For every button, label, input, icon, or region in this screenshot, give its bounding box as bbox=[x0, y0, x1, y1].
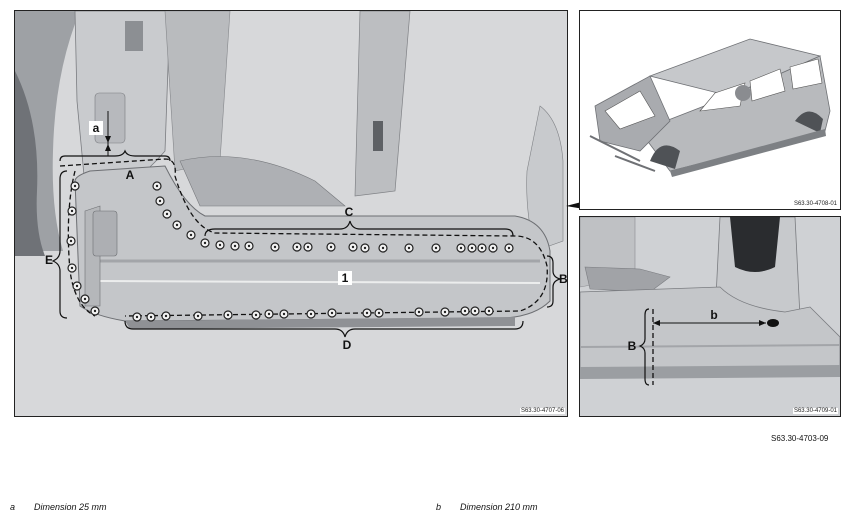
section-c-label: C bbox=[345, 205, 354, 219]
vehicle-body-illustration bbox=[589, 38, 831, 177]
legend-key-a: a bbox=[10, 502, 16, 512]
section-e-label: E bbox=[45, 253, 53, 267]
main-view-figure-code: S63.30-4707-06 bbox=[519, 408, 565, 414]
vehicle-overview-panel: S63.30-4708-01 bbox=[579, 10, 841, 210]
vehicle-overview-figure-code: S63.30-4708-01 bbox=[792, 201, 838, 207]
legend-item-a: a Dimension 25 mm bbox=[10, 502, 107, 512]
section-a-label: A bbox=[126, 168, 135, 182]
main-view-illustration: a A C B D E 1 bbox=[15, 11, 567, 352]
section-b-label: B bbox=[559, 272, 567, 286]
legend-text-b: Dimension 210 mm bbox=[460, 502, 538, 512]
part-1-label: 1 bbox=[342, 271, 349, 285]
legend-key-b: b bbox=[436, 502, 442, 512]
dimension-a-label: a bbox=[93, 121, 100, 135]
legend-item-b: b Dimension 210 mm bbox=[436, 502, 538, 512]
detail-section-b-label: B bbox=[628, 339, 637, 353]
main-view-panel: a A C B D E 1 bbox=[14, 10, 568, 417]
detail-view-illustration: b B bbox=[580, 217, 840, 416]
detail-view-panel: b B S63.30-4709-01 bbox=[579, 216, 841, 417]
overall-figure-code: S63.30-4703-09 bbox=[771, 434, 829, 443]
detail-view-figure-code: S63.30-4709-01 bbox=[792, 408, 838, 414]
dimension-b-label: b bbox=[710, 308, 717, 322]
legend-text-a: Dimension 25 mm bbox=[34, 502, 107, 512]
section-d-label: D bbox=[343, 338, 352, 352]
spot-welds-main bbox=[66, 181, 514, 322]
